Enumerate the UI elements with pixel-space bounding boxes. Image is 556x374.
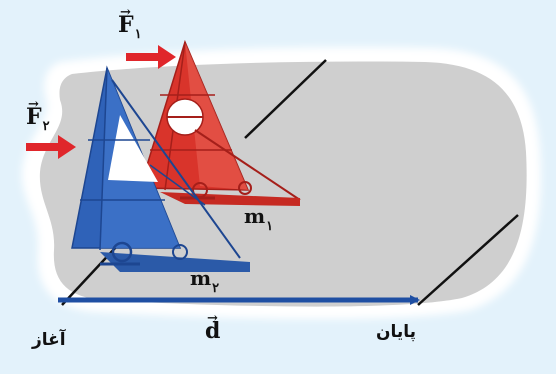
displacement-label: → d	[205, 312, 221, 344]
blue-ice-boat	[71, 65, 250, 272]
end-label: پایان	[376, 322, 417, 342]
start-label: آغاز	[32, 330, 66, 350]
force-label-f2-subscript: ۲	[42, 119, 50, 134]
red-boat-start-line	[244, 59, 327, 139]
force-label-f2-symbol: F	[26, 104, 42, 130]
red-ice-boat	[138, 39, 301, 206]
force-label-f2: → F۲	[26, 98, 50, 133]
mass-label-m1-subscript: ۱	[266, 219, 274, 234]
mass-label-m1-symbol: m	[244, 204, 266, 228]
force-label-f1-symbol: F	[118, 12, 134, 38]
mass-label-m2-symbol: m	[190, 266, 212, 290]
force-label-f1: → F۱	[118, 6, 142, 41]
force-label-f1-subscript: ۱	[134, 27, 142, 42]
vector-arrow-icon: →	[28, 97, 39, 112]
force-arrow-f1	[126, 45, 176, 69]
mass-label-m2-subscript: ۲	[212, 281, 220, 296]
displacement-label-symbol: d	[205, 318, 221, 344]
mass-label-m2: m۲	[190, 266, 219, 295]
mass-label-m1: m۱	[244, 204, 273, 233]
vector-arrow-icon: →	[207, 311, 218, 326]
vector-arrow-icon: →	[120, 5, 131, 20]
end-line	[417, 214, 519, 306]
force-arrow-f2	[26, 135, 76, 159]
